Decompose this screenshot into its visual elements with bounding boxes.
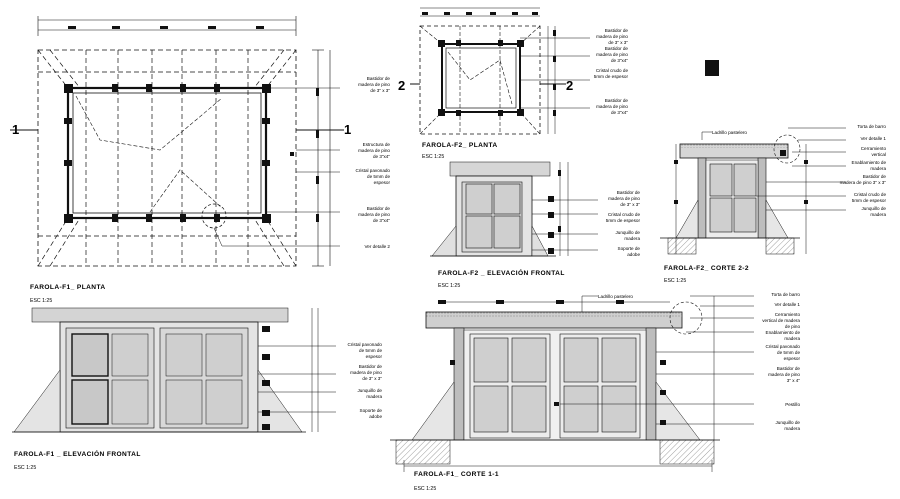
f1-plan-note: Bastidor de bbox=[367, 206, 391, 211]
f1-plan-note: de 3"x4" bbox=[373, 218, 390, 223]
f1-section-note: 3" x 4" bbox=[787, 378, 801, 383]
f1-section-note: vertical de madera bbox=[762, 318, 800, 323]
f1-section-note: Cristal pavonado bbox=[766, 344, 801, 349]
f1-plan-note: madera de pino bbox=[358, 148, 390, 153]
f1-section-note: espesor bbox=[784, 356, 801, 361]
f1-elevation-drawing: FAROLA-F1 _ ELEVACIÓN FRONTAL ESC 1:25 C… bbox=[12, 307, 383, 471]
f2-plan-title: FAROLA-F2_ PLANTA bbox=[422, 142, 498, 149]
f2-plan-note: de 3"x4" bbox=[611, 58, 628, 63]
f2-plan-note: Bastidor de bbox=[605, 28, 629, 33]
f1-section-note: Enablamiento de bbox=[766, 330, 801, 335]
f1-section-title: FAROLA-F1_ CORTE 1-1 bbox=[414, 471, 499, 478]
f1-plan-note: Estructura de bbox=[363, 142, 391, 147]
f1-section-note: Pestillo bbox=[785, 402, 800, 407]
f1-elevation-scale: ESC 1:25 bbox=[14, 465, 36, 471]
f1-plan-drawing: 1 1 FAROLA-F1_ PLANTA ESC 1:25 Bastidor … bbox=[10, 16, 390, 304]
f2-elevation-note: Cristal crudo de bbox=[608, 212, 641, 217]
f2-elevation-note: de 3" x 3" bbox=[620, 202, 640, 207]
f2-plan-scale: ESC 1:25 bbox=[422, 154, 444, 160]
f1-plan-note: Cristal pavonado bbox=[356, 168, 391, 173]
f2-plan-note: Bastidor de bbox=[605, 98, 629, 103]
f2-elevation-title: FAROLA-F2 _ ELEVACIÓN FRONTAL bbox=[438, 268, 565, 277]
f1-section-note: Torta de barro bbox=[771, 292, 800, 297]
f2-elevation-note: Bastidor de bbox=[617, 190, 641, 195]
f2-section-note: Bastidor de bbox=[863, 174, 887, 179]
f2-plan-note: de 3"x4" bbox=[611, 110, 628, 115]
f1-elevation-note: Bastidor de bbox=[359, 364, 383, 369]
f2-section-note: Torta de barro bbox=[857, 124, 886, 129]
f1-elevation-note: Cristal pavonado bbox=[348, 342, 383, 347]
f2-elevation-note: madera de pino bbox=[608, 196, 640, 201]
f2-plan-note: madera de pino bbox=[596, 104, 628, 109]
f2-elevation-note: Junquillo de bbox=[615, 230, 640, 235]
f2-section-note: madera bbox=[870, 212, 886, 217]
f2-section-note: Cristal crudo de bbox=[854, 192, 887, 197]
f1-section-note: de pino bbox=[785, 324, 801, 329]
f2-plan-note: de 3" x 3" bbox=[608, 40, 628, 45]
f1-section-note: madera de pino bbox=[768, 372, 800, 377]
f2-elevation-scale: ESC 1:25 bbox=[438, 283, 460, 289]
f1-section-note: madera bbox=[784, 426, 800, 431]
f2-section-note: Junquillo de bbox=[861, 206, 886, 211]
f2-plan-drawing: 2 2 FAROLA-F2_ PLANTA ESC 1:25 Bastidor … bbox=[398, 7, 719, 160]
f1-plan-note: de 5mm de bbox=[367, 174, 390, 179]
f1-section-note: madera bbox=[784, 336, 800, 341]
f2-section-mark-right: 2 bbox=[566, 78, 573, 93]
f2-section-note: 5mm de espesor bbox=[852, 198, 887, 203]
f2-elevation-note: Soporte de bbox=[618, 246, 641, 251]
f2-section-note: madera de pino 3" x 3" bbox=[840, 180, 887, 185]
f2-plan-note: Bastidor de bbox=[605, 46, 629, 51]
f1-elevation-note: adobe bbox=[369, 414, 382, 419]
f2-plan-note: 5mm de espesor bbox=[594, 74, 629, 79]
f2-section-mark-left: 2 bbox=[398, 78, 405, 93]
f2-section-title: FAROLA-F2_ CORTE 2-2 bbox=[664, 265, 749, 272]
f1-elevation-note: Soporte de bbox=[360, 408, 383, 413]
f1-section-mark-right: 1 bbox=[344, 122, 351, 137]
f2-section-note: Ver detalle 1 bbox=[860, 136, 886, 141]
f1-plan-note: de 3" x 3" bbox=[370, 88, 390, 93]
f2-section-note: Cerramiento bbox=[861, 146, 887, 151]
f1-section-top-note: Ladrillo pastelero bbox=[598, 294, 633, 299]
f1-elevation-note: Junquillo de bbox=[357, 388, 382, 393]
f1-section-note: Cerramiento bbox=[775, 312, 801, 317]
f1-elevation-title: FAROLA-F1 _ ELEVACIÓN FRONTAL bbox=[14, 449, 141, 458]
f1-section-scale: ESC 1:25 bbox=[414, 486, 436, 492]
f1-elevation-note: madera de pino bbox=[350, 370, 382, 375]
f1-elevation-note: de 5mm de bbox=[359, 348, 382, 353]
f1-plan-note: Ver detalle 2 bbox=[364, 244, 390, 249]
f2-elevation-drawing: FAROLA-F2 _ ELEVACIÓN FRONTAL ESC 1:25 B… bbox=[430, 161, 641, 289]
f2-plan-note: madera de pino bbox=[596, 52, 628, 57]
f2-section-top-note: Ladrillo pastelero bbox=[712, 130, 747, 135]
f2-section-note: madera bbox=[870, 166, 886, 171]
f1-section-drawing: Ladrillo pastelero FAROLA-F1_ CORTE 1-1 … bbox=[390, 292, 800, 492]
f1-section-note: Junquillo de bbox=[775, 420, 800, 425]
f2-elevation-note: 5mm de espesor bbox=[606, 218, 641, 223]
f1-section-note: Bastidor de bbox=[777, 366, 801, 371]
f2-plan-note: Cristal crudo de bbox=[596, 68, 629, 73]
f1-section-note: de 5mm de bbox=[777, 350, 800, 355]
f2-section-note: Enablamiento de bbox=[852, 160, 887, 165]
f1-plan-note: de 3"x4" bbox=[373, 154, 390, 159]
f1-plan-note: madera de pino bbox=[358, 82, 390, 87]
f1-plan-scale: ESC 1:25 bbox=[30, 298, 52, 304]
f1-elevation-note: espesor bbox=[366, 354, 383, 359]
f2-plan-note: madera de pino bbox=[596, 34, 628, 39]
f1-plan-note: Bastidor de bbox=[367, 76, 391, 81]
f2-elevation-note: adobe bbox=[627, 252, 640, 257]
f1-plan-note: madera de pino bbox=[358, 212, 390, 217]
f2-section-scale: ESC 1:25 bbox=[664, 278, 686, 284]
f1-plan-title: FAROLA-F1_ PLANTA bbox=[30, 284, 106, 291]
f2-elevation-note: madera bbox=[624, 236, 640, 241]
f1-elevation-note: de 3" x 3" bbox=[362, 376, 382, 381]
f2-section-note: vertical bbox=[871, 152, 886, 157]
f1-elevation-note: madera bbox=[366, 394, 382, 399]
f2-section-drawing: Ladrillo pastelero FAROLA-F2_ CORTE 2-2 … bbox=[660, 124, 886, 284]
f1-section-note: Ver detalle 1 bbox=[774, 302, 800, 307]
f1-plan-note: espesor bbox=[374, 180, 391, 185]
